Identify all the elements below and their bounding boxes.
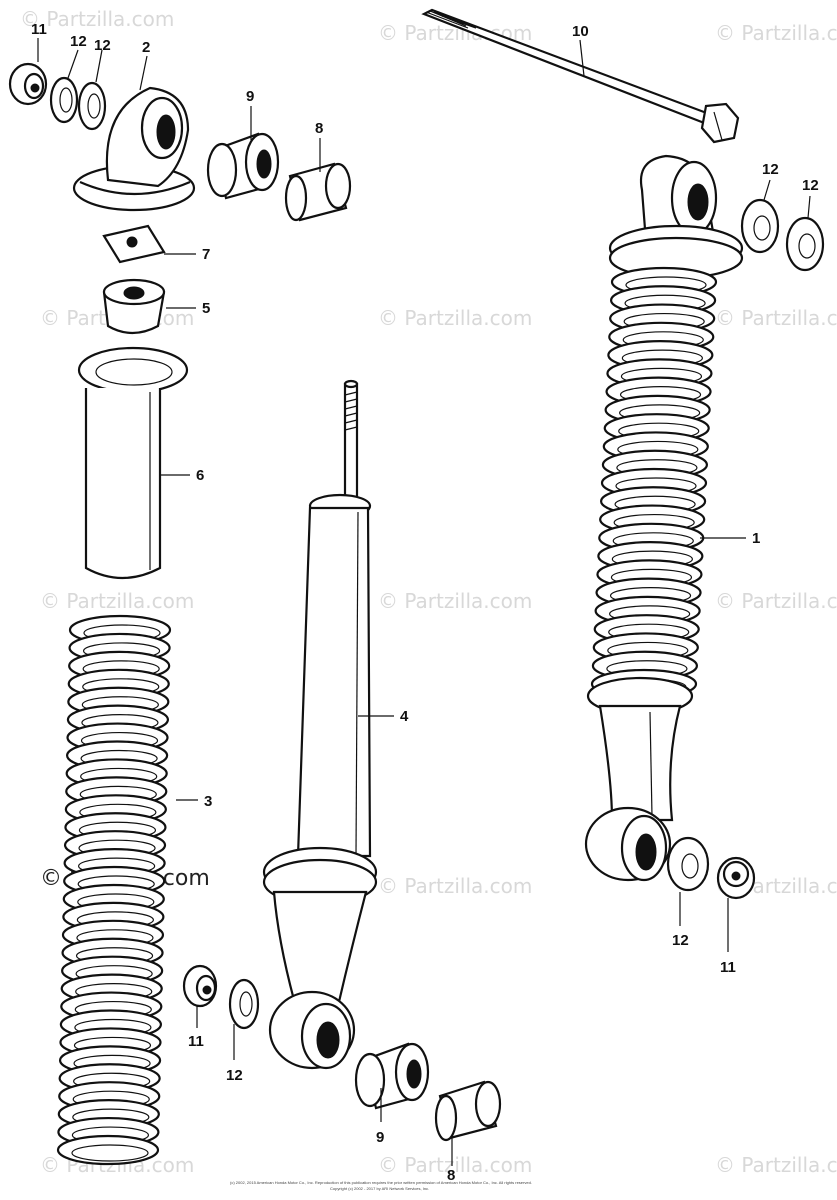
callout-12: 12: [802, 177, 819, 194]
part-12-washer-right-top-b: [785, 216, 825, 272]
part-4-damper: [262, 379, 378, 1070]
part-6-spring-cover: [77, 346, 189, 579]
part-12-washer-b: [77, 81, 107, 131]
callout-8: 8: [315, 120, 323, 137]
watermark: © Partzilla.com: [715, 1153, 837, 1177]
callout-11: 11: [31, 21, 47, 38]
part-8-collar-bottom: [434, 1080, 502, 1142]
part-2-upper-mount: [72, 86, 196, 212]
watermark: © Partzilla.com: [715, 589, 837, 613]
callout-6: 6: [196, 467, 204, 484]
part-9-bushing-bottom: [354, 1042, 430, 1110]
callout-11: 11: [188, 1033, 204, 1050]
callout-1: 1: [752, 530, 760, 547]
part-7-stopper-plate: [102, 224, 166, 264]
part-3-coil-spring: [56, 614, 172, 1166]
watermark: © Partzilla.com: [378, 1153, 532, 1177]
part-8-collar-top: [284, 162, 352, 222]
part-10-bolt: [421, 8, 740, 144]
callout-12: 12: [226, 1067, 243, 1084]
part-1-shock-assembly: [584, 154, 744, 882]
callout-10: 10: [572, 23, 589, 40]
part-12-washer-a: [49, 76, 79, 124]
callout-3: 3: [204, 793, 212, 810]
watermark: © Partzilla.com: [378, 589, 532, 613]
spring-coil-inner: [71, 1144, 149, 1162]
callout-4: 4: [400, 708, 409, 725]
callout-12: 12: [762, 161, 779, 178]
part-11-cap-nut-top: [8, 62, 48, 106]
part-11-cap-nut-right: [716, 856, 756, 900]
callout-9: 9: [376, 1129, 384, 1146]
leader-lines: [37, 38, 811, 1166]
watermark: © Partzilla.com: [715, 21, 837, 45]
part-9-bushing-top: [206, 132, 280, 200]
callout-8: 8: [447, 1167, 455, 1184]
part-1-spring-coils: [590, 266, 718, 700]
part-12-washer-right-bottom: [666, 836, 710, 892]
watermark: © Partzilla.com: [20, 7, 174, 31]
watermark: © Partzilla.com: [378, 874, 532, 898]
watermark: © Partzilla.com: [378, 306, 532, 330]
copyright-line-2: Copyright (c) 2002 - 2017 by ARI Network…: [330, 1186, 429, 1191]
watermark: © Partzilla.com: [40, 589, 194, 613]
callout-12: 12: [672, 932, 689, 949]
callout-7: 7: [202, 246, 210, 263]
callout-5: 5: [202, 300, 210, 317]
part-11-cap-nut-mid: [182, 964, 218, 1008]
copyright-line-1: (c) 2002, 2015 American Honda Motor Co.,…: [230, 1180, 532, 1185]
watermark-layer: © Partzilla.com © Partzilla.com © Partzi…: [20, 7, 837, 1177]
part-5-rubber-bush: [102, 278, 166, 335]
part-12-washer-mid: [228, 978, 260, 1030]
callout-12: 12: [94, 37, 111, 54]
callout-numbers: 11 12 12 2 9 8 10 7 5 6 3 4 1 12 12 12 1…: [31, 21, 819, 1184]
callout-2: 2: [142, 39, 150, 56]
part-12-washer-right-top-a: [740, 198, 780, 254]
callout-12: 12: [70, 33, 87, 50]
callout-11: 11: [720, 959, 736, 976]
callout-9: 9: [246, 88, 254, 105]
spring-coil: [56, 1134, 160, 1166]
watermark: © Partzilla.com: [715, 306, 837, 330]
